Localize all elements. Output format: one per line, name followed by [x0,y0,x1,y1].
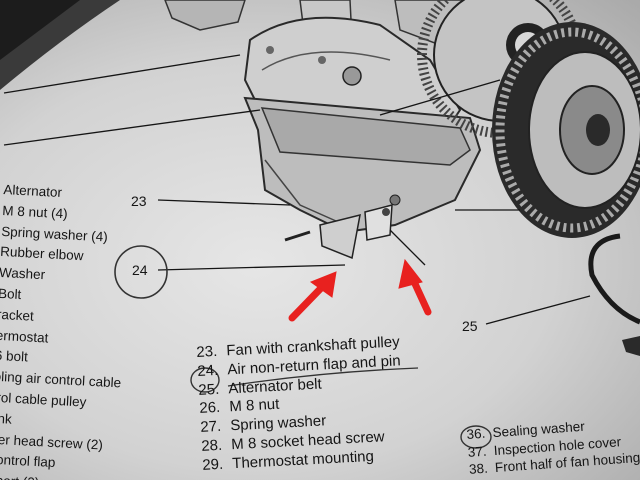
item-number: 38. [468,460,489,478]
callout-23: 23 [131,193,147,209]
belt-clip-icon [622,336,640,356]
fan-pulley-icon [492,22,640,238]
item-number: 37. [467,443,488,460]
item-number: 24. [196,361,219,380]
leader-lines [3,54,591,325]
item-number: 28. [200,436,223,455]
callout-25: 25 [462,318,478,334]
item-text: M 8 nut [228,396,280,416]
alternator-belt-icon [588,233,640,325]
circle-mark-24 [114,245,168,299]
item-text: Alternator belt [227,375,323,397]
housing-lower-icon [243,96,482,260]
item-number: 25. [197,380,220,399]
arrow-right-icon [398,258,432,316]
page-shadow-dark [0,0,80,60]
circle-mark-24-list [190,367,220,393]
item-number: 26. [198,399,221,418]
main-parts-list: 23.Fan with crankshaft pulley 24.Air non… [196,333,406,475]
callout-24: 24 [132,262,148,278]
item-number: 23. [196,342,218,361]
red-arrows [288,258,432,322]
arrow-left-icon [288,271,337,322]
circle-mark-36 [460,425,492,449]
left-parts-list: Alternator M 8 nut (4) Spring washer (4)… [0,180,131,480]
item-number: 36. [466,425,486,442]
underline-mark [227,367,419,387]
flap-icon [319,213,361,260]
item-number: 29. [201,455,224,474]
item-number: 27. [199,417,222,437]
